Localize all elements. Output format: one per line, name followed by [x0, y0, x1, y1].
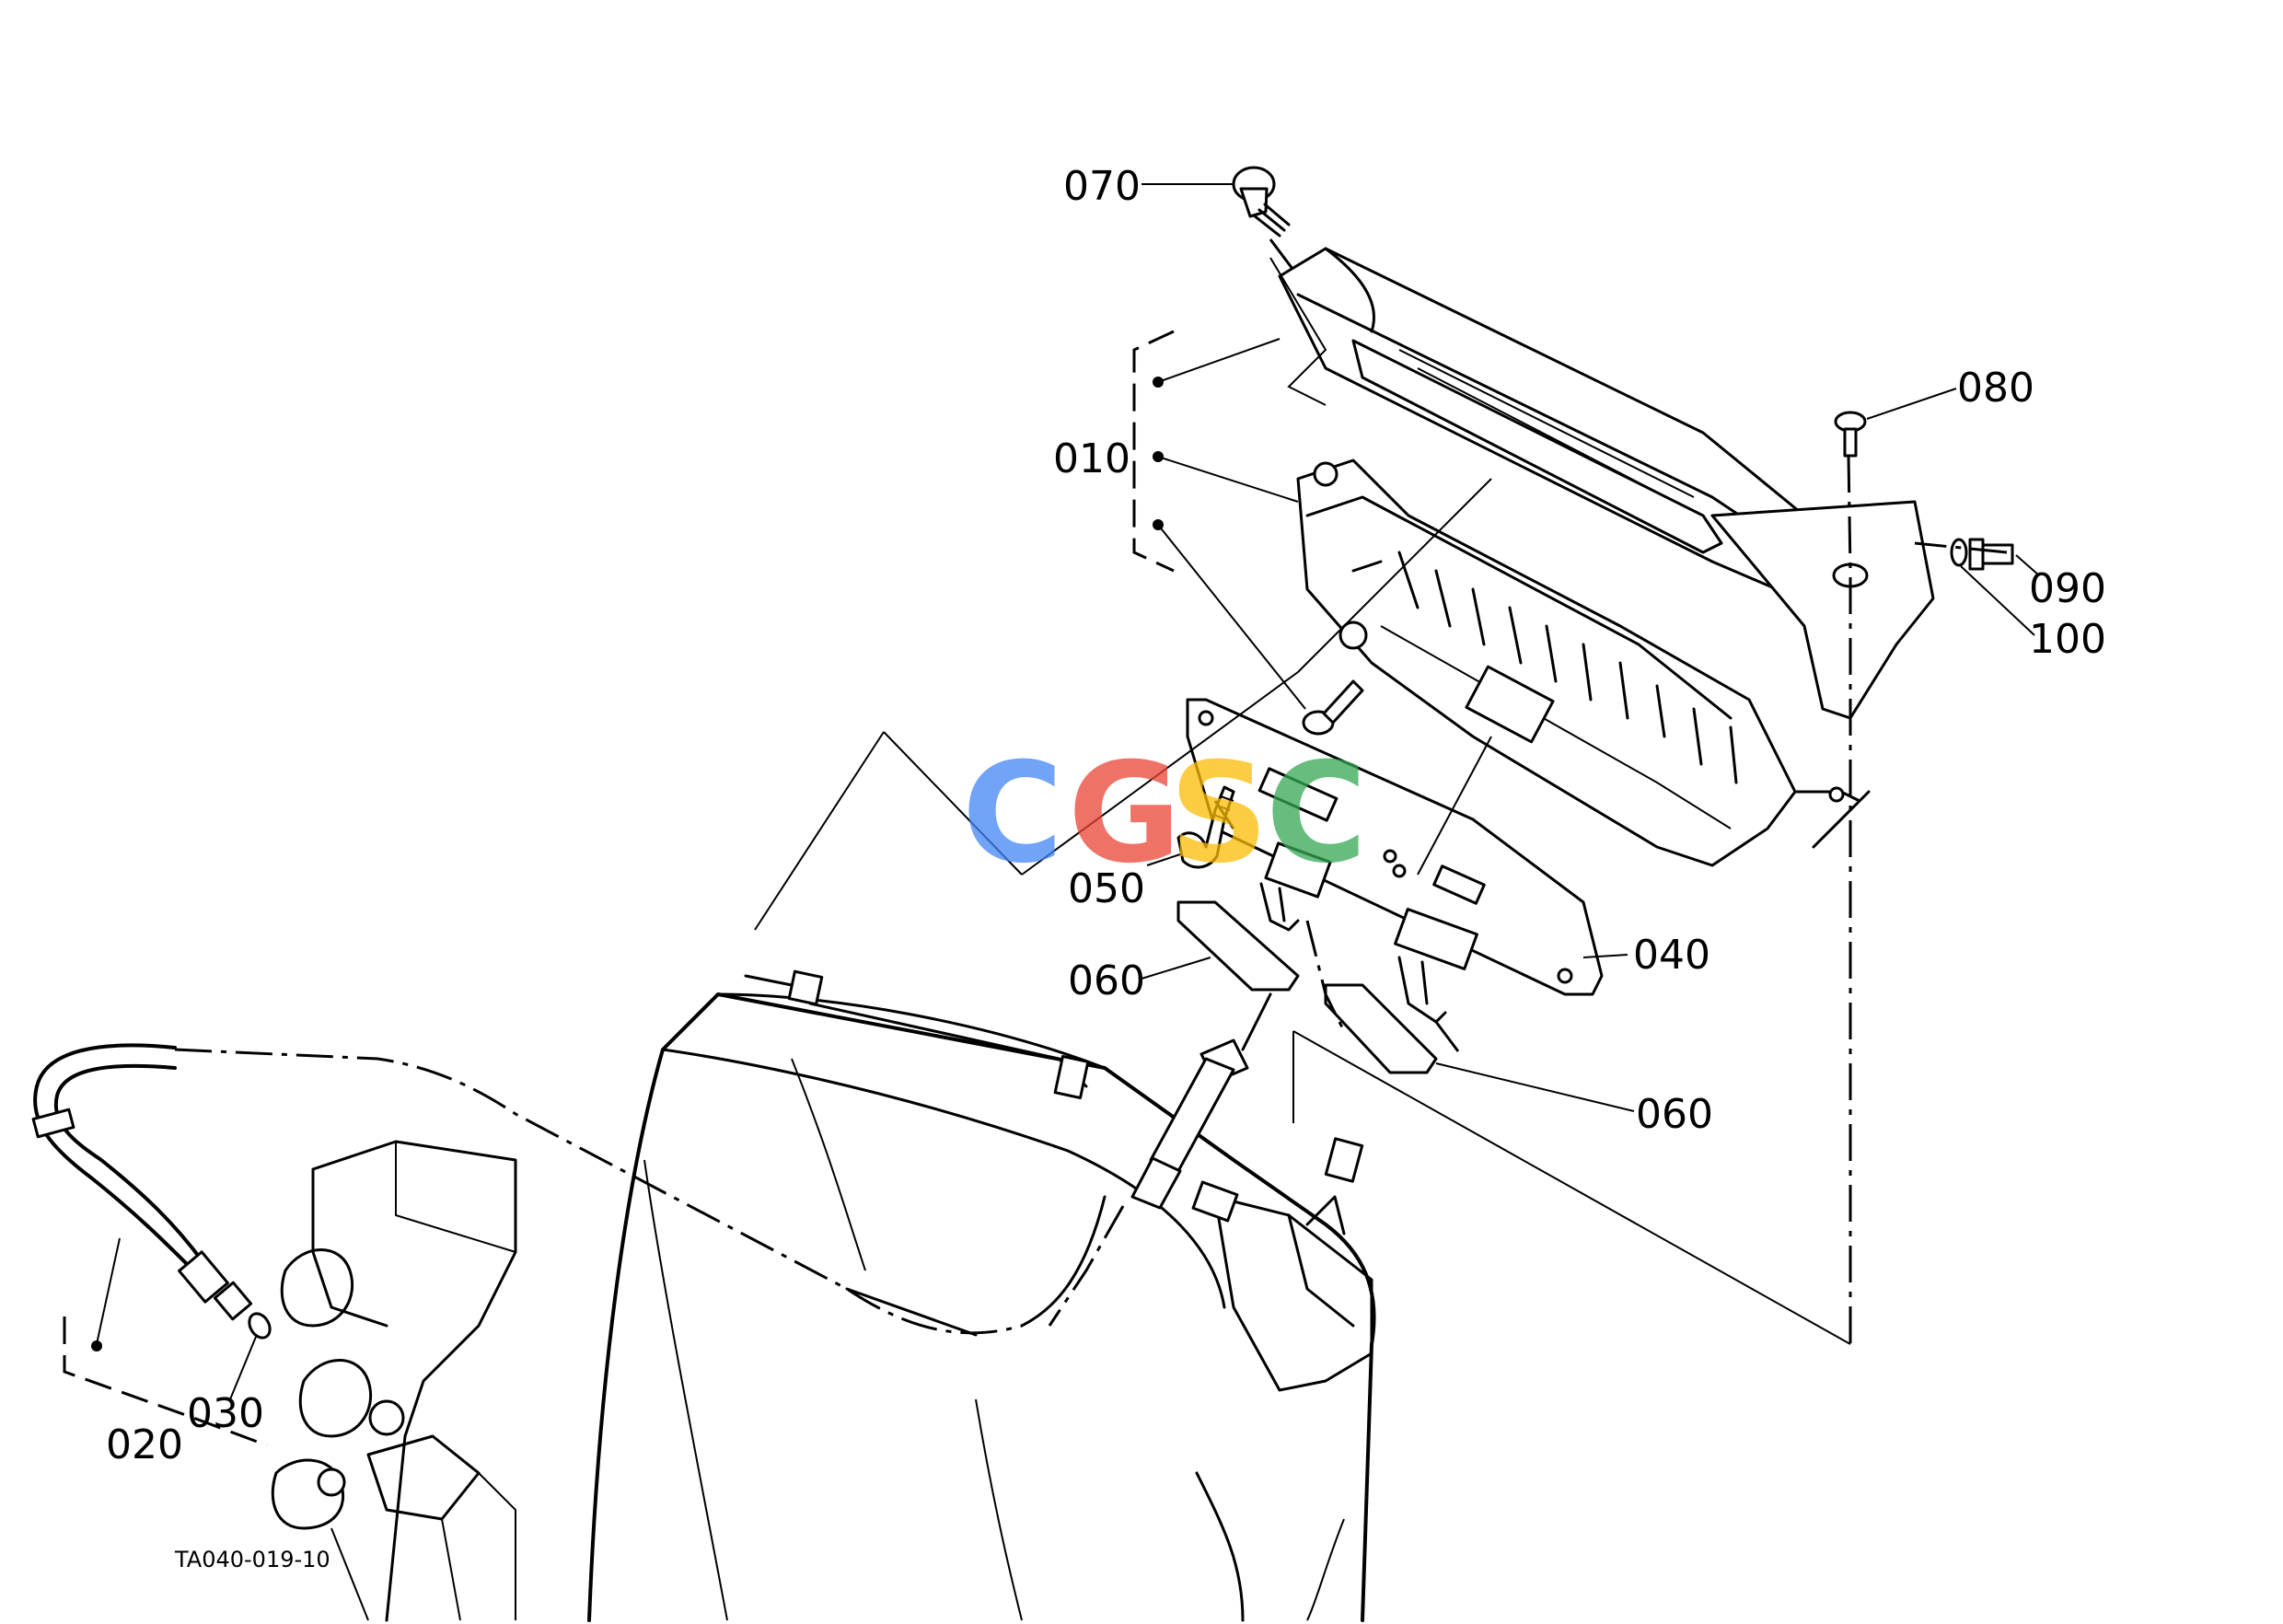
case-screw — [1302, 679, 1364, 736]
lens-060-left — [1176, 900, 1300, 992]
drive-shaft — [1130, 992, 1272, 1210]
callout-040: 040 — [1633, 932, 1710, 979]
connector-left — [1259, 841, 1332, 932]
svg-text:C: C — [1266, 734, 1367, 894]
svg-text:S: S — [1169, 734, 1269, 894]
side-bracket — [1710, 500, 1935, 849]
svg-text:C: C — [962, 734, 1063, 894]
callout-020: 020 — [106, 1421, 183, 1468]
callout-060-right: 060 — [1636, 1091, 1713, 1138]
callout-100: 100 — [2029, 616, 2106, 663]
drawing-number: TA040-019-10 — [174, 1547, 330, 1572]
callout-070: 070 — [1063, 163, 1141, 210]
callout-060-left: 060 — [1068, 957, 1145, 1004]
washer-100 — [1950, 538, 1968, 567]
speedometer-cable — [31, 1043, 1107, 1337]
dashboard-housing — [587, 969, 1376, 1622]
callout-080: 080 — [1957, 365, 2034, 412]
callout-090: 090 — [2029, 565, 2106, 612]
washer-030 — [248, 1312, 272, 1340]
svg-text:G: G — [1068, 734, 1181, 894]
screw-090 — [1968, 538, 2014, 571]
connector-right — [1394, 908, 1478, 1024]
engine-gearbox — [271, 1140, 517, 1622]
callout-010: 010 — [1053, 435, 1130, 482]
callout-030: 030 — [187, 1390, 264, 1437]
callout-050: 050 — [1068, 865, 1145, 912]
lens-060-right — [1324, 983, 1438, 1074]
meter-case — [1296, 458, 1797, 867]
knob-070 — [1232, 166, 1291, 238]
circuit-board-040 — [1186, 698, 1604, 996]
screw-080 — [1834, 411, 1867, 458]
lower-bracket — [1191, 1137, 1373, 1392]
watermark-logo: C G S C — [962, 734, 1367, 894]
